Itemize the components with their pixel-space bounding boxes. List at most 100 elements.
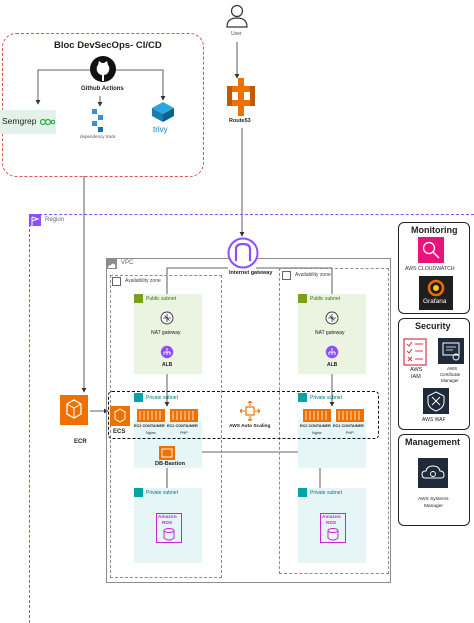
nat-gateway-left-icon — [160, 311, 174, 325]
public-subnet-left-lock-icon — [134, 294, 143, 303]
trivy-label: trivy — [153, 125, 168, 134]
iam-label-1: AWS — [410, 367, 423, 373]
public-subnet-right-label: Public subnet — [310, 296, 341, 302]
edge-github-semgrep — [35, 69, 92, 105]
rds-right-line2: RDS — [326, 521, 337, 526]
iam-label-2: IAM — [411, 374, 421, 380]
auto-scaling-icon — [240, 401, 260, 421]
private-db-subnet-left — [134, 488, 202, 563]
ec2-container-left-2-sub: PHP — [180, 431, 188, 435]
ssm-label-1: AWS Systems — [418, 497, 449, 502]
rds-left-line2: RDS — [162, 521, 173, 526]
nat-gateway-right-icon — [325, 311, 339, 325]
rds-right-icon: Amazon RDS — [320, 513, 346, 543]
grafana-label: Grafana — [423, 298, 447, 305]
monitoring-panel — [398, 222, 470, 314]
private-db-left-label: Private subnet — [146, 490, 178, 496]
az-right-icon — [282, 271, 291, 280]
certificate-manager-icon — [438, 338, 464, 364]
region-label: Region — [45, 217, 65, 223]
ec2-container-right-1-icon — [303, 409, 331, 422]
public-subnet-right-lock-icon — [298, 294, 307, 303]
ec2-container-right-2-sub: PHP — [346, 431, 354, 435]
semgrep-mark-icon — [40, 118, 55, 126]
alb-right-label: ALB — [327, 362, 338, 368]
devsecops-container — [2, 33, 204, 177]
rds-left-line1: Amazon — [158, 515, 177, 520]
bastion-icon — [159, 446, 175, 460]
private-app-subnet-right — [298, 420, 366, 468]
security-panel — [398, 318, 470, 430]
ecs-icon — [110, 406, 130, 426]
az-left-icon — [112, 277, 121, 286]
private-app-left-lock-icon — [134, 393, 143, 402]
alb-right-icon — [325, 345, 339, 359]
route53-label: Route53 — [229, 118, 251, 124]
vpc-label: VPC — [121, 260, 134, 266]
ecr-label: ECR — [74, 439, 87, 445]
public-subnet-left — [134, 294, 202, 374]
acm-label-2: Certificate — [440, 372, 461, 377]
alb-left-icon — [160, 345, 174, 359]
ec2-container-left-1-label: EC2 CONTAINER — [134, 424, 165, 428]
auto-scaling-label: AWS Auto Scaling — [229, 424, 271, 429]
ssm-label-2: Manager — [424, 504, 443, 509]
semgrep-label: Semgrep — [2, 116, 37, 126]
management-title: Management — [405, 437, 461, 447]
systems-manager-icon — [418, 458, 448, 488]
bastion-label: DB-Bastion — [155, 461, 185, 467]
private-db-left-lock-icon — [134, 488, 143, 497]
ec2-container-right-2-label: EC2 CONTAINER — [333, 424, 364, 428]
region-flag-icon — [29, 214, 41, 226]
private-app-right-lock-icon — [298, 393, 307, 402]
route53-icon — [227, 78, 255, 116]
edge-github-trivy — [112, 69, 166, 101]
nat-gateway-right-label: NAT gateway — [315, 330, 345, 336]
rds-right-line1: Amazon — [322, 515, 341, 520]
dependency-track-icon — [92, 109, 103, 132]
private-app-left-label: Private subnet — [146, 395, 178, 401]
private-app-right-label: Private subnet — [310, 395, 342, 401]
ec2-container-right-1-sub: Nginx — [312, 431, 322, 435]
waf-icon — [423, 388, 449, 414]
ecs-cluster-outline — [108, 391, 379, 439]
trivy-icon — [152, 102, 174, 122]
security-title: Security — [415, 321, 451, 331]
az-right-label: Availability zone — [295, 272, 331, 278]
internet-gateway-icon — [227, 237, 259, 269]
ecs-label: ECS — [113, 429, 126, 435]
rds-left-icon: Amazon RDS — [156, 513, 182, 543]
grafana-icon — [427, 279, 445, 297]
ecr-icon — [60, 395, 88, 425]
private-db-right-lock-icon — [298, 488, 307, 497]
igw-label: Internet gateway — [229, 270, 273, 276]
region-container — [29, 214, 474, 623]
public-subnet-left-label: Public subnet — [146, 296, 177, 302]
ec2-container-left-2-icon — [170, 409, 198, 422]
ec2-container-right-2-icon — [336, 409, 364, 422]
private-db-right-label: Private subnet — [310, 490, 342, 496]
nat-gateway-left-label: NAT gateway — [151, 330, 181, 336]
az-left-container — [110, 275, 222, 578]
ec2-container-right-1-label: EC2 CONTAINER — [300, 424, 331, 428]
ec2-container-left-1-sub: Nginx — [146, 431, 156, 435]
user-label: User — [231, 31, 242, 37]
grafana-logo: Grafana — [419, 276, 453, 310]
waf-label: AWS WAF — [422, 417, 446, 423]
cloudwatch-label: AWS CLOUDWATCH — [405, 266, 455, 272]
iam-icon — [403, 338, 427, 366]
vpc-cloud-icon — [106, 258, 117, 269]
github-icon — [90, 56, 116, 82]
devsecops-title: Bloc DevSecOps- CI/CD — [54, 40, 162, 51]
github-actions-label: Github Actions — [81, 86, 124, 92]
acm-label-1: AWS — [447, 366, 458, 371]
monitoring-title: Monitoring — [411, 225, 458, 235]
ec2-container-left-1-icon — [137, 409, 165, 422]
public-subnet-right — [298, 294, 366, 374]
private-db-subnet-right — [298, 488, 366, 563]
semgrep-logo: Semgrep — [0, 110, 56, 134]
management-panel — [398, 434, 470, 526]
ec2-container-left-2-label: EC2 CONTAINER — [167, 424, 198, 428]
private-app-subnet-left — [134, 420, 202, 468]
az-right-container — [279, 268, 389, 574]
